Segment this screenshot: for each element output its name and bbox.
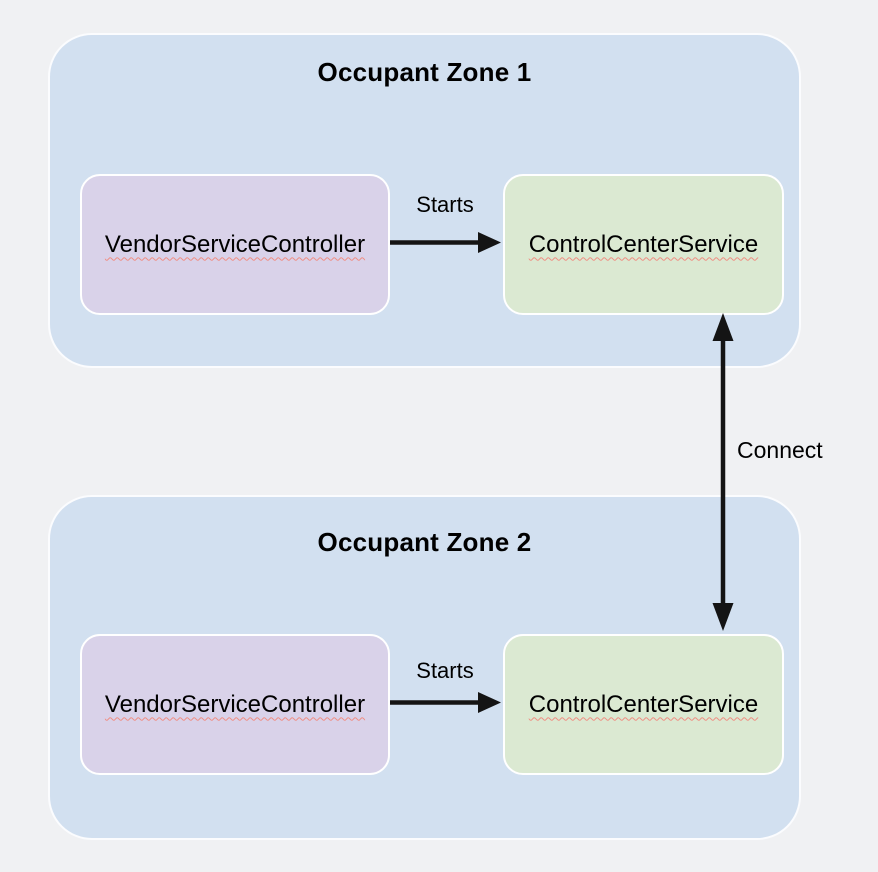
node-label: VendorServiceController xyxy=(104,690,366,718)
zone-title: Occupant Zone 1 xyxy=(317,57,532,87)
node-vendor-service-controller: VendorServiceController xyxy=(80,634,390,775)
node-control-center-service: ControlCenterService xyxy=(503,174,784,315)
node-control-center-service: ControlCenterService xyxy=(503,634,784,775)
node-label: ControlCenterService xyxy=(528,230,759,258)
node-label: VendorServiceController xyxy=(104,230,366,258)
starts-label-zone-2: Starts xyxy=(416,658,474,683)
zone-occupant-1: Occupant Zone 1 VendorServiceController … xyxy=(48,33,801,368)
connect-label: Connect xyxy=(737,437,823,463)
zone-occupant-2: Occupant Zone 2 VendorServiceController … xyxy=(48,495,801,840)
node-label: ControlCenterService xyxy=(528,690,759,718)
starts-label-zone-1: Starts xyxy=(416,192,474,217)
zone-title: Occupant Zone 2 xyxy=(317,527,532,557)
node-vendor-service-controller: VendorServiceController xyxy=(80,174,390,315)
